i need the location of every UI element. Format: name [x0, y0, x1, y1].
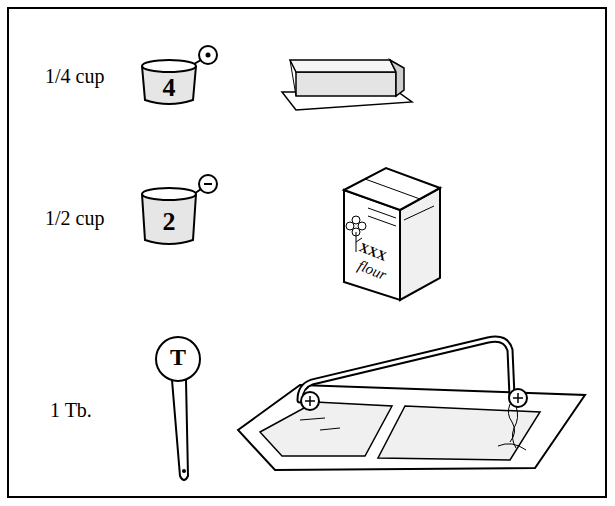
drain-mark: [300, 418, 340, 430]
spoon-hole: [182, 469, 186, 473]
node-text: 4: [140, 74, 198, 102]
spoon-bowl: [156, 337, 200, 381]
box-marks: [365, 179, 434, 226]
cup-handle-ring: [199, 46, 217, 64]
measuring-cup: 4: [140, 58, 198, 106]
faucet-spout-inner: [300, 339, 512, 400]
cup-handle-mark: [204, 183, 212, 185]
sink-basin: [260, 402, 392, 456]
faucet-knob-cross: [305, 396, 315, 406]
sink-counter: [238, 385, 585, 470]
flour-box: XXXflour: [338, 160, 446, 302]
figure-frame: [8, 8, 606, 497]
butter-stick-top: [290, 60, 396, 72]
water-splash: [498, 444, 526, 450]
faucet-knob: [301, 392, 319, 410]
node-outline: [338, 160, 446, 302]
cup-rim: [142, 60, 196, 72]
cup-handle-mark: [206, 53, 211, 58]
cup-rim: [142, 188, 196, 200]
cup-handle-ring: [199, 175, 217, 193]
flower-petal: [352, 216, 360, 224]
measure-label: 1 Tb.: [50, 398, 92, 422]
sink-basin: [378, 406, 540, 460]
measure-label: 1/2 cup: [45, 206, 104, 230]
measuring-cup: 2: [140, 186, 198, 246]
flower-petal: [358, 222, 366, 230]
node-text: 2: [140, 208, 198, 236]
faucet-knob-cross: [513, 393, 523, 403]
butter-stick-edge: [290, 60, 296, 96]
water-stream: [508, 404, 517, 448]
butter-stick-front: [296, 72, 396, 96]
faucet-spout: [300, 339, 512, 400]
faucet-knob: [509, 389, 527, 407]
flower-petal: [346, 222, 354, 230]
node-text: T: [155, 344, 201, 370]
butter-stick-end: [390, 60, 404, 96]
spoon-handle: [172, 380, 188, 480]
measure-label: 1/4 cup: [45, 64, 104, 88]
tablespoon: T: [155, 336, 201, 382]
